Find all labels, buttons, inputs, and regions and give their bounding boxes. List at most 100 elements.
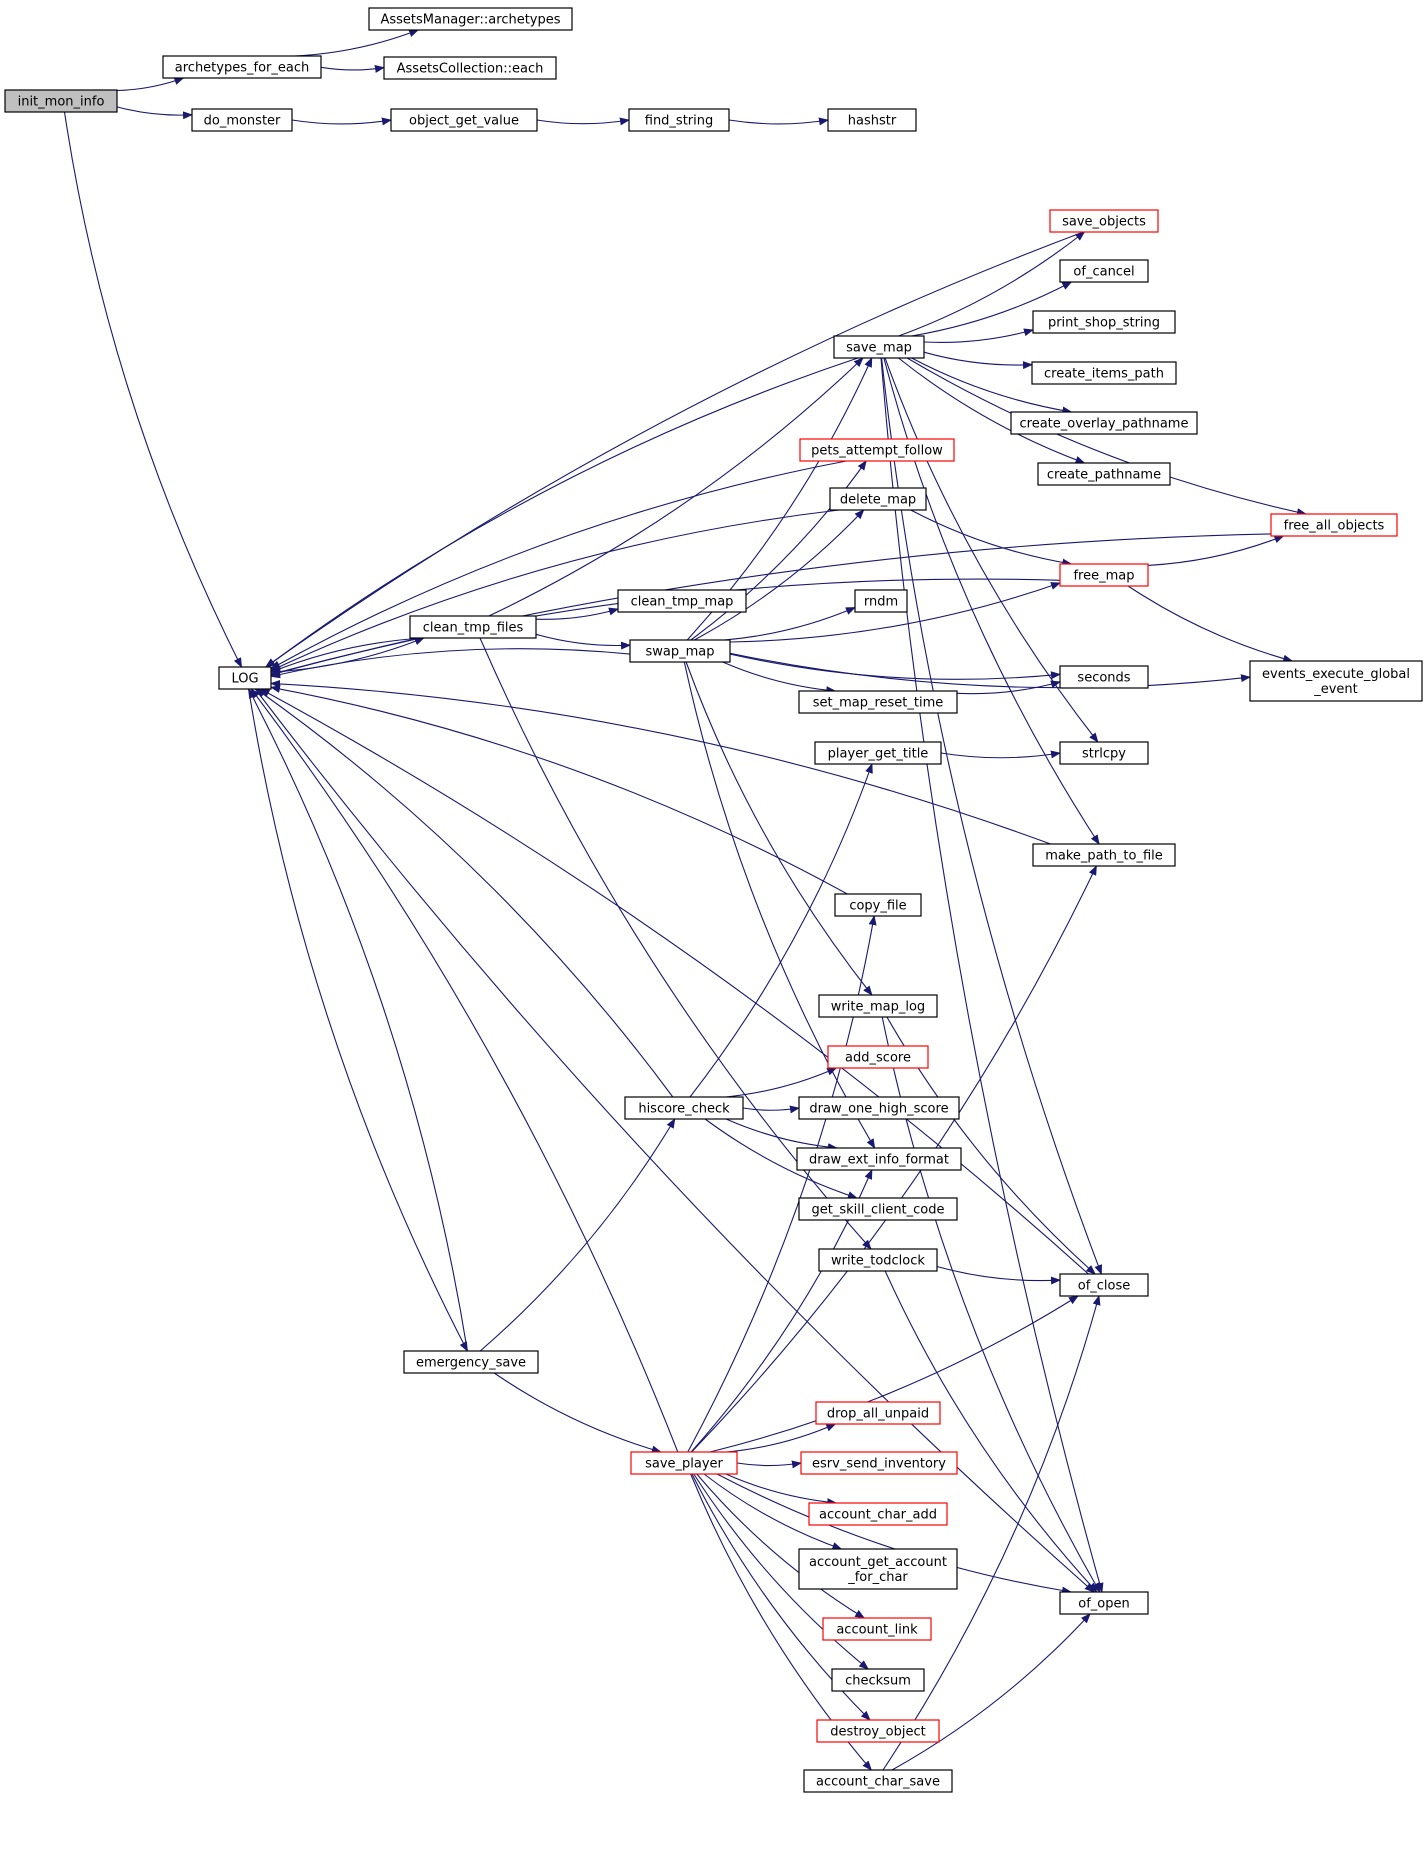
node-box <box>1059 741 1149 765</box>
node-free_all_objects[interactable]: free_all_objects <box>1270 513 1398 537</box>
edge-line <box>694 509 865 641</box>
node-write_map_log[interactable]: write_map_log <box>818 994 938 1018</box>
node-of_cancel[interactable]: of_cancel <box>1059 259 1149 283</box>
node-save_player[interactable]: save_player <box>630 1451 738 1475</box>
edge-line <box>535 607 619 620</box>
edge-line <box>1127 585 1294 663</box>
node-label: player_get_title <box>828 747 929 762</box>
node-esrv_send_inventory[interactable]: esrv_send_inventory <box>800 1451 958 1475</box>
node-account_char_save[interactable]: account_char_save <box>803 1769 953 1793</box>
node-hiscore_check[interactable]: hiscore_check <box>624 1096 744 1120</box>
node-clean_tmp_files[interactable]: clean_tmp_files <box>409 615 537 639</box>
edge-save_map-to-create_items_path <box>923 351 1033 370</box>
edge-line <box>259 688 1089 1275</box>
node-hashstr[interactable]: hashstr <box>827 108 917 132</box>
edge-line <box>729 652 1251 689</box>
node-box <box>4 89 118 113</box>
edge-clean_tmp_files-to-swap_map <box>535 633 631 650</box>
node-box <box>827 108 917 132</box>
node-add_score[interactable]: add_score <box>827 1045 929 1069</box>
node-box <box>1059 1273 1149 1297</box>
node-box <box>368 7 573 31</box>
node-clean_tmp_map[interactable]: clean_tmp_map <box>617 589 747 613</box>
node-draw_one_high_score[interactable]: draw_one_high_score <box>798 1096 960 1120</box>
edge-write_todclock-to-of_close <box>936 1265 1061 1285</box>
edge-line <box>691 865 1097 1453</box>
node-label: write_map_log <box>831 1000 925 1015</box>
node-label: add_score <box>845 1051 911 1066</box>
node-print_shop_string[interactable]: print_shop_string <box>1032 310 1176 334</box>
node-init_mon_info[interactable]: init_mon_info <box>4 89 118 113</box>
edge-line <box>488 357 864 617</box>
edge-delete_map-to-LOG <box>270 509 840 672</box>
node-free_map[interactable]: free_map <box>1059 563 1149 587</box>
node-copy_file[interactable]: copy_file <box>834 893 922 917</box>
node-swap_map[interactable]: swap_map <box>629 639 731 663</box>
node-emergency_save[interactable]: emergency_save <box>403 1350 539 1374</box>
node-label: of_cancel <box>1073 265 1134 280</box>
node-set_map_reset_time[interactable]: set_map_reset_time <box>798 690 958 714</box>
node-events_execute_global_event[interactable]: events_execute_global_event <box>1249 660 1423 702</box>
node-strlcpy[interactable]: strlcpy <box>1059 741 1149 765</box>
edge-account_char_save-to-of_close <box>882 1295 1101 1771</box>
edge-line <box>690 460 867 641</box>
node-box <box>1059 665 1149 689</box>
node-of_open[interactable]: of_open <box>1059 1591 1149 1615</box>
node-make_path_to_file[interactable]: make_path_to_file <box>1032 843 1176 867</box>
node-label: create_pathname <box>1047 468 1161 483</box>
node-AssetsManager_archetypes[interactable]: AssetsManager::archetypes <box>368 7 573 31</box>
node-create_pathname[interactable]: create_pathname <box>1037 462 1171 486</box>
node-player_get_title[interactable]: player_get_title <box>814 741 942 765</box>
node-rndm[interactable]: rndm <box>854 589 908 613</box>
node-do_monster[interactable]: do_monster <box>191 108 293 132</box>
edge-line <box>116 106 193 120</box>
node-label: account_get_account <box>809 1555 947 1570</box>
node-LOG[interactable]: LOG <box>218 666 272 690</box>
node-account_get_account_for_char[interactable]: account_get_account_for_char <box>798 1548 958 1590</box>
edge-line <box>884 1270 1098 1593</box>
node-save_map[interactable]: save_map <box>833 335 925 359</box>
node-label: save_objects <box>1062 215 1146 230</box>
node-drop_all_unpaid[interactable]: drop_all_unpaid <box>815 1401 941 1425</box>
node-write_todclock[interactable]: write_todclock <box>818 1248 938 1272</box>
node-of_close[interactable]: of_close <box>1059 1273 1149 1297</box>
node-create_items_path[interactable]: create_items_path <box>1031 361 1177 385</box>
edge-make_path_to_file-to-LOG <box>270 679 1051 845</box>
node-label: seconds <box>1077 671 1130 686</box>
edge-line <box>493 1372 662 1454</box>
node-get_skill_client_code[interactable]: get_skill_client_code <box>798 1197 958 1221</box>
node-draw_ext_info_format[interactable]: draw_ext_info_format <box>796 1147 962 1171</box>
edge-save_player-to-make_path_to_file <box>691 865 1097 1453</box>
node-AssetsCollection_each[interactable]: AssetsCollection::each <box>383 56 557 80</box>
node-delete_map[interactable]: delete_map <box>829 487 927 511</box>
edge-clean_tmp_files-to-LOG <box>270 637 424 673</box>
edge-delete_map-to-free_map <box>910 509 1073 567</box>
edge-init_mon_info-to-archetypes_for_each <box>116 77 185 92</box>
edge-line <box>726 1423 837 1453</box>
edge-line <box>722 661 837 695</box>
node-label: copy_file <box>849 899 906 914</box>
node-object_get_value[interactable]: object_get_value <box>390 108 538 132</box>
edge-line <box>254 688 1095 1593</box>
node-checksum[interactable]: checksum <box>831 1668 925 1692</box>
edge-save_player-to-account_link <box>696 1473 866 1619</box>
node-save_objects[interactable]: save_objects <box>1049 209 1159 233</box>
node-pets_attempt_follow[interactable]: pets_attempt_follow <box>799 438 955 462</box>
node-label: do_monster <box>204 114 281 129</box>
node-seconds[interactable]: seconds <box>1059 665 1149 689</box>
edge-init_mon_info-to-LOG <box>63 111 242 668</box>
node-box <box>829 487 927 511</box>
edge-save_map-to-free_all_objects <box>906 357 1307 516</box>
node-create_overlay_pathname[interactable]: create_overlay_pathname <box>1010 411 1198 435</box>
node-label: checksum <box>845 1674 911 1689</box>
node-destroy_object[interactable]: destroy_object <box>816 1719 940 1743</box>
node-account_char_add[interactable]: account_char_add <box>808 1502 948 1526</box>
node-archetypes_for_each[interactable]: archetypes_for_each <box>162 55 322 79</box>
edge-line <box>291 117 392 126</box>
node-find_string[interactable]: find_string <box>628 108 730 132</box>
edge-line <box>729 653 1061 680</box>
node-label: of_open <box>1078 1597 1129 1612</box>
node-account_link[interactable]: account_link <box>822 1617 932 1641</box>
edge-emergency_save-to-save_player <box>493 1372 662 1454</box>
edge-swap_map-to-set_map_reset_time <box>722 661 837 695</box>
